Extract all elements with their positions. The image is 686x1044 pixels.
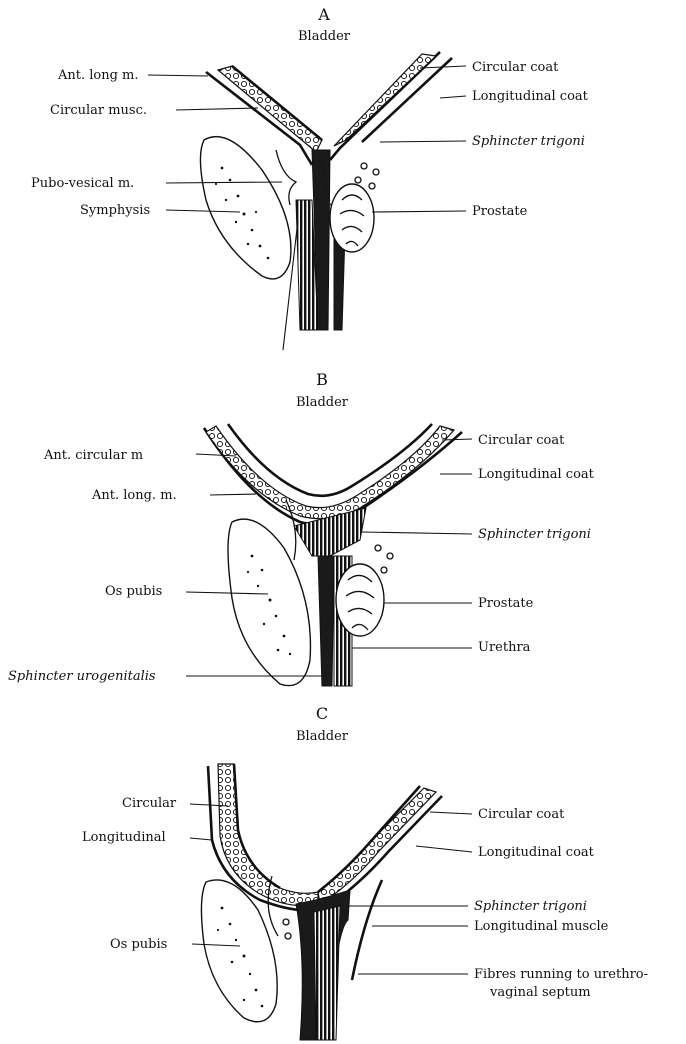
leader-longitudinal-c — [190, 838, 212, 840]
panel-b-prostate — [336, 564, 384, 636]
leader-longitudinal-coat-c — [416, 846, 472, 852]
panel-b-vessels — [375, 545, 393, 573]
panel-b-urethra-left — [318, 556, 334, 686]
label-sphincter-trigoni-c: Sphincter trigoni — [474, 899, 587, 914]
panel-b-heading: Bladder — [296, 395, 349, 410]
label-ant-circular-m: Ant. circular m — [43, 448, 143, 463]
label-circular-c: Circular — [122, 796, 177, 811]
label-circular-musc: Circular musc. — [50, 103, 147, 118]
label-circular-coat-c: Circular coat — [478, 807, 565, 822]
panel-c-right-inner-wall — [318, 786, 420, 892]
panel-a: A Bladder — [31, 5, 589, 350]
label-fibres-running: Fibres running to urethro- — [474, 967, 648, 982]
panel-a-letter: A — [317, 5, 330, 24]
leader-longitudinal-coat-a — [440, 96, 466, 98]
label-circular-coat-a: Circular coat — [472, 60, 559, 75]
label-sphincter-trigoni-a: Sphincter trigoni — [472, 134, 585, 149]
label-symphysis: Symphysis — [80, 203, 150, 218]
label-urethra-b: Urethra — [478, 640, 531, 655]
label-longitudinal-coat-a: Longitudinal coat — [472, 89, 589, 104]
label-longitudinal-coat-c: Longitudinal coat — [478, 845, 595, 860]
panel-c-vessels — [283, 919, 291, 939]
panel-c-heading: Bladder — [296, 729, 349, 744]
leader-prostate-a — [372, 211, 466, 212]
label-ant-long-m: Ant. long m. — [57, 68, 139, 83]
leader-circular-coat-c — [430, 812, 472, 814]
label-os-pubis-c: Os pubis — [110, 937, 167, 952]
leader-ant-long-m-b — [210, 494, 256, 495]
leader-ant-long-m — [148, 75, 208, 76]
label-os-pubis-b: Os pubis — [105, 584, 162, 599]
label-sphincter-trigoni-b: Sphincter trigoni — [478, 527, 591, 542]
panel-b: B Bladder Ant. circular m Ant. — [8, 370, 595, 686]
label-prostate-a: Prostate — [472, 204, 528, 219]
label-longitudinal-c: Longitudinal — [82, 830, 166, 845]
label-longitudinal-coat-b: Longitudinal coat — [478, 467, 595, 482]
label-longitudinal-muscle-c: Longitudinal muscle — [474, 919, 609, 934]
leader-sphincter-trigoni-a — [380, 141, 466, 142]
panel-c-urethral-muscle — [314, 906, 340, 1040]
panel-c-letter: C — [316, 704, 328, 723]
label-ant-long-m-b: Ant. long. m. — [91, 488, 177, 503]
label-circular-coat-b: Circular coat — [478, 433, 565, 448]
label-pubo-vesical-m: Pubo-vesical m. — [31, 176, 134, 191]
panel-a-heading: Bladder — [298, 29, 351, 44]
panel-c-right-outer-wall — [326, 796, 442, 908]
panel-c: C Bladder Circular Longitudinal — [82, 704, 648, 1040]
label-sphincter-urogenitalis: Sphincter urogenitalis — [8, 669, 156, 684]
panel-b-os-pubis — [228, 519, 310, 685]
panel-c-longitudinal-muscle — [352, 880, 382, 980]
leader-sphincter-trigoni-b — [362, 532, 472, 534]
panel-b-letter: B — [316, 370, 328, 389]
label-prostate-b: Prostate — [478, 596, 534, 611]
panel-a-symphysis-bone — [200, 137, 290, 279]
panel-a-pubovesical-muscle — [276, 150, 296, 205]
leader-circular-musc — [176, 108, 258, 110]
label-vaginal-septum: vaginal septum — [489, 985, 591, 1000]
